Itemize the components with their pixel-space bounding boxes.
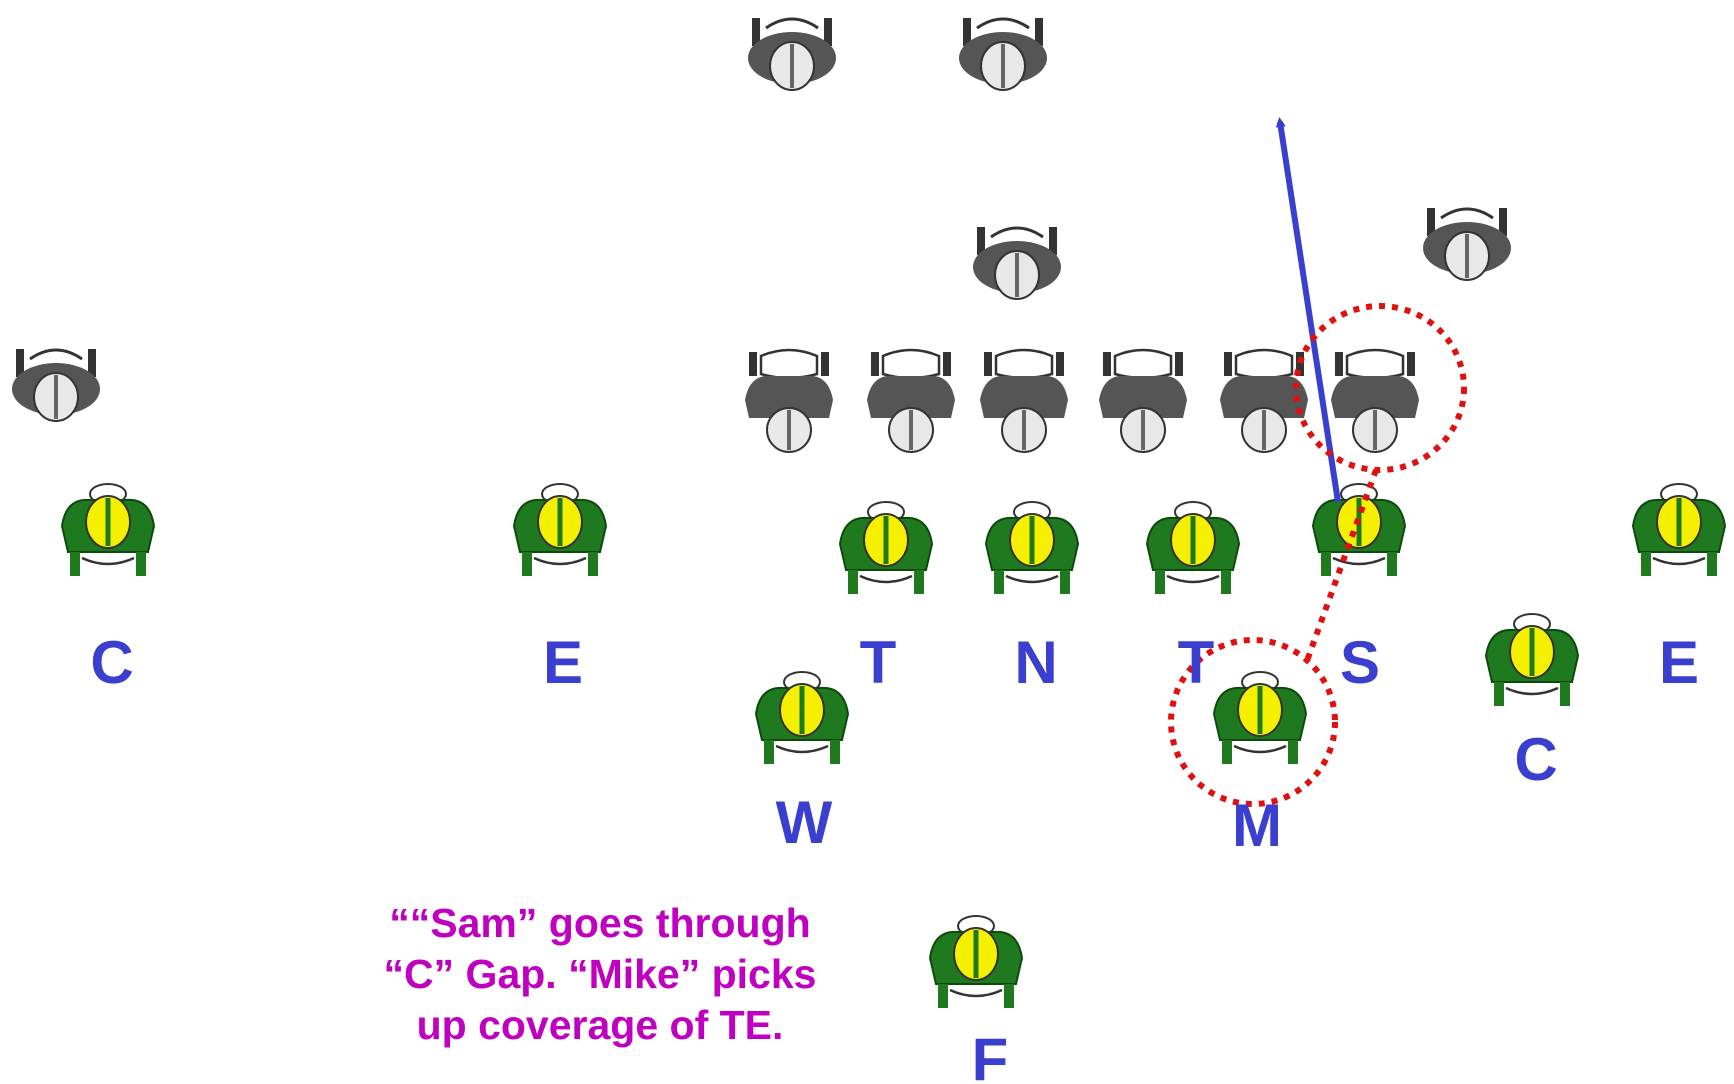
offense-player-icon (865, 348, 957, 454)
caption-line: up coverage of TE. (416, 1002, 784, 1048)
position-label: C (90, 629, 133, 696)
position-label: F (972, 1026, 1009, 1084)
position-label: C (1514, 726, 1557, 793)
offense-player-icon (746, 16, 838, 92)
defense-player-icon (1147, 502, 1239, 594)
defense-player-icon (514, 484, 606, 576)
position-label: E (1659, 629, 1699, 696)
position-label: S (1340, 629, 1380, 696)
offense-player-icon (1097, 348, 1189, 454)
sam-route-arrow (1275, 117, 1341, 503)
defense-player-icon (1214, 672, 1306, 764)
defense-player-icon (986, 502, 1078, 594)
position-label: N (1014, 629, 1057, 696)
defense-player-icon (930, 916, 1022, 1008)
defense-player-icon (756, 672, 848, 764)
offense-formation (10, 16, 1513, 454)
position-labels: C E T N T S E W M C F (90, 629, 1699, 1084)
offense-player-icon (971, 225, 1063, 301)
position-label: M (1232, 792, 1282, 859)
position-label: E (543, 629, 583, 696)
offense-player-icon (957, 16, 1049, 92)
defense-player-icon (1486, 614, 1578, 706)
play-caption: ““Sam” goes through “C” Gap. “Mike” pick… (350, 898, 850, 1051)
position-label: T (1178, 629, 1215, 696)
offense-player-icon (978, 348, 1070, 454)
assignment-highlight (1168, 303, 1467, 807)
offense-player-icon (10, 347, 102, 423)
defense-player-icon (840, 502, 932, 594)
caption-line: “C” Gap. “Mike” picks (383, 951, 817, 997)
defense-player-icon (1313, 484, 1405, 576)
mike-highlight-circle (1168, 637, 1338, 807)
offense-player-icon (1421, 206, 1513, 282)
tight-end-highlight-circle (1293, 303, 1467, 473)
position-label: T (860, 629, 897, 696)
offense-player-icon (743, 348, 835, 454)
position-label: W (776, 789, 833, 856)
defense-player-icon (1633, 484, 1725, 576)
defense-formation (62, 484, 1725, 1008)
caption-line: ““Sam” goes through (389, 900, 811, 946)
defense-player-icon (62, 484, 154, 576)
offense-player-icon (1329, 348, 1421, 454)
